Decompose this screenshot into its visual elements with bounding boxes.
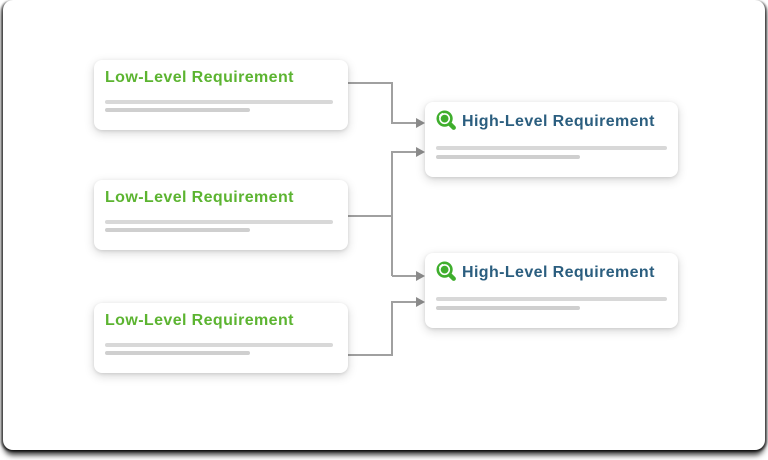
- arrowhead-icon: [416, 297, 425, 307]
- placeholder-line: [105, 228, 250, 232]
- edge-low1-high1: [348, 82, 416, 124]
- edge-low2-high1: [391, 151, 416, 276]
- arrowhead-icon: [416, 147, 425, 157]
- placeholder-line: [105, 108, 250, 112]
- arrowhead-icon: [416, 118, 425, 128]
- node-label: High-Level Requirement: [462, 264, 655, 281]
- node-label: Low-Level Requirement: [105, 312, 294, 329]
- node-high-level-requirement-2: High-Level Requirement: [425, 253, 678, 328]
- placeholder-line: [436, 297, 667, 301]
- magnifier-icon: [436, 110, 456, 130]
- placeholder-line: [105, 100, 333, 104]
- arrowhead-icon: [416, 271, 425, 281]
- node-low-level-requirement-3: Low-Level Requirement: [94, 303, 348, 373]
- node-label: Low-Level Requirement: [105, 189, 294, 206]
- placeholder-line: [105, 351, 250, 355]
- placeholder-line: [105, 343, 333, 347]
- node-low-level-requirement-2: Low-Level Requirement: [94, 180, 348, 250]
- node-low-level-requirement-1: Low-Level Requirement: [94, 60, 348, 130]
- placeholder-line: [436, 155, 580, 159]
- node-label: Low-Level Requirement: [105, 69, 294, 86]
- placeholder-line: [436, 306, 580, 310]
- diagram-canvas: Low-Level Requirement Low-Level Requirem…: [3, 0, 765, 450]
- edge-low3-high2: [348, 301, 416, 356]
- magnifier-icon: [436, 261, 456, 281]
- node-label: High-Level Requirement: [462, 113, 655, 130]
- placeholder-line: [436, 146, 667, 150]
- node-high-level-requirement-1: High-Level Requirement: [425, 102, 678, 177]
- placeholder-line: [105, 220, 333, 224]
